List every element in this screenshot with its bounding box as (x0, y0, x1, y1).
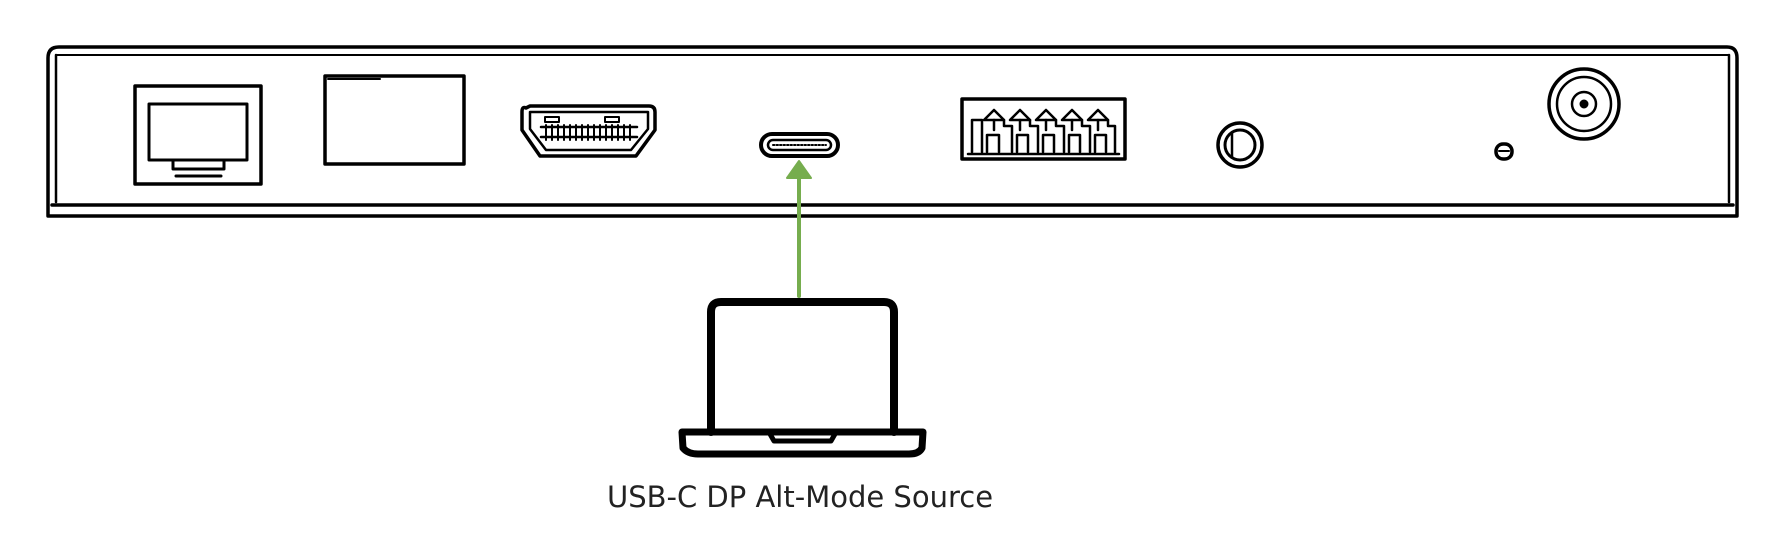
connection-arrow-icon (786, 160, 812, 298)
device-rear-panel (46, 45, 1739, 218)
led-indicator-icon (1494, 142, 1514, 161)
rj45-port-icon (133, 84, 263, 186)
source-caption: USB-C DP Alt-Mode Source (606, 480, 994, 514)
dc-power-icon (1547, 67, 1621, 141)
audio-jack-icon (1216, 121, 1264, 169)
blank-port-icon (323, 74, 466, 166)
usb-c-port-icon (759, 132, 840, 158)
hdmi-port-icon (520, 104, 657, 158)
laptop-icon (678, 298, 927, 458)
terminal-block-icon (960, 97, 1127, 161)
